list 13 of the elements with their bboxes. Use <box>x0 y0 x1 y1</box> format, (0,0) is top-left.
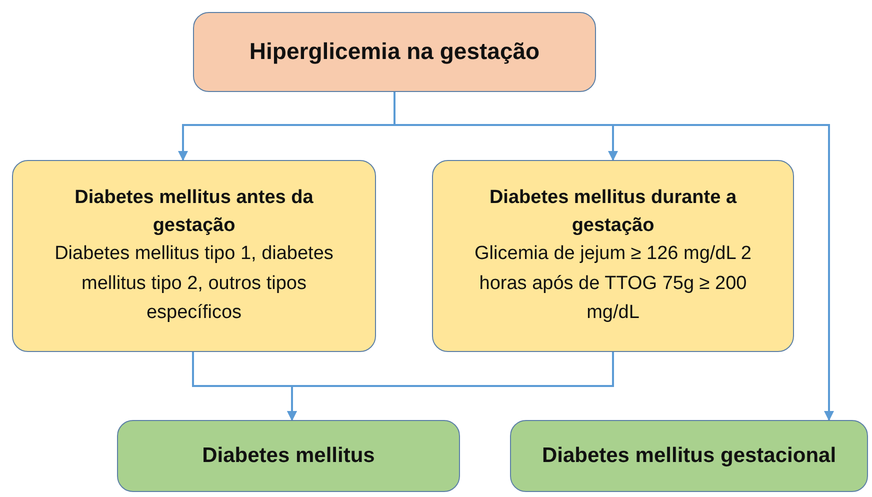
root-box <box>193 12 596 92</box>
box-heading: Diabetes mellitus durante a gestação <box>488 186 738 238</box>
box-heading: Hiperglicemia na gestação <box>249 37 540 66</box>
result-box <box>510 420 868 492</box>
box-description: Glicemia de jejum ≥ 126 mg/dL 2 horas após de TTOG 75g ≥ 200 mg/dL <box>474 242 752 326</box>
category-box <box>432 160 794 352</box>
box-heading: Diabetes mellitus gestacional <box>542 442 836 469</box>
box-heading: Diabetes mellitus antes da gestação <box>74 186 314 238</box>
result-box <box>117 420 460 492</box>
category-box <box>12 160 376 352</box>
connector-arrow <box>287 352 614 421</box>
box-description: Diabetes mellitus tipo 1, diabetes mellitus tipo 2, outros tipos específicos <box>54 242 334 326</box>
box-heading: Diabetes mellitus <box>202 442 375 469</box>
